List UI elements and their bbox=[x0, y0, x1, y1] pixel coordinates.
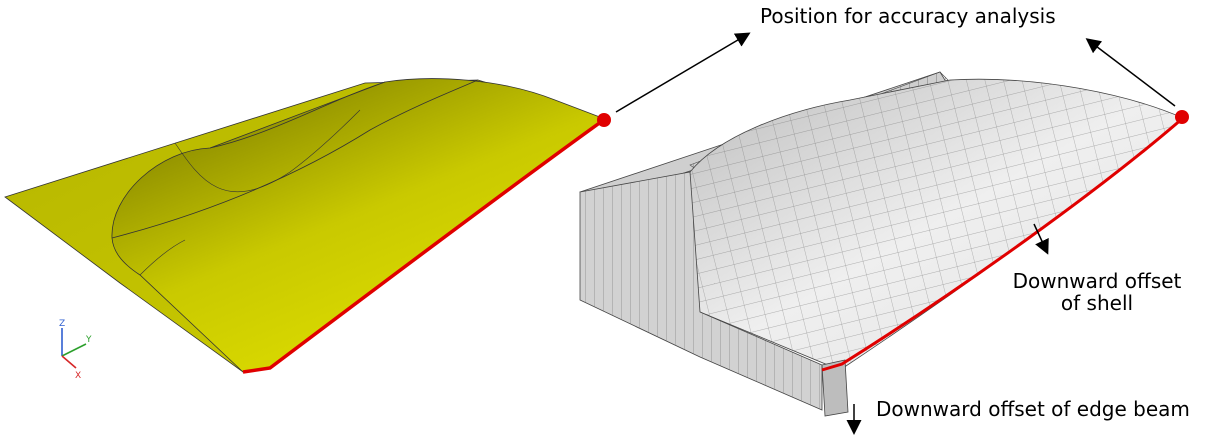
surface-edge-curve bbox=[242, 117, 607, 374]
arrow-to-label-from-right bbox=[1085, 38, 1176, 107]
label-edge-beam-offset: Downward offset of edge beam bbox=[876, 397, 1190, 421]
axis-x-label: X bbox=[75, 371, 81, 381]
surface-seam-line bbox=[139, 239, 186, 276]
label-accuracy-position: Position for accuracy analysis bbox=[760, 4, 1056, 28]
fe-mesh-model bbox=[579, 71, 1189, 417]
label-shell-offset-line2: of shell bbox=[1060, 291, 1134, 315]
label-shell-offset-line1: Downward offset bbox=[1012, 269, 1182, 293]
axis-y-label: Y bbox=[85, 335, 92, 345]
accuracy-point-left bbox=[597, 113, 611, 127]
surface-seam-line bbox=[209, 81, 386, 149]
axis-y-line bbox=[61, 343, 87, 357]
surface-seam-line bbox=[174, 109, 361, 193]
accuracy-point-right bbox=[1175, 110, 1189, 124]
arrow-shell-offset bbox=[1033, 223, 1049, 255]
mesh-front-wall-grid bbox=[580, 172, 822, 410]
axis-x-line bbox=[61, 355, 77, 369]
mesh-edge-beam-end bbox=[821, 359, 849, 417]
axis-z-label: Z bbox=[59, 319, 65, 329]
axis-triad: Z Y X bbox=[59, 319, 92, 381]
mesh-shell-grid bbox=[684, 79, 1183, 370]
arrow-to-label-from-left bbox=[615, 32, 751, 113]
mesh-edge-curve bbox=[821, 116, 1184, 372]
label-shell-offset: Downward offset of shell bbox=[1012, 270, 1182, 314]
annotation-arrows bbox=[615, 32, 1176, 435]
cad-surface-model bbox=[4, 78, 611, 374]
surface-seam-line bbox=[111, 79, 479, 239]
